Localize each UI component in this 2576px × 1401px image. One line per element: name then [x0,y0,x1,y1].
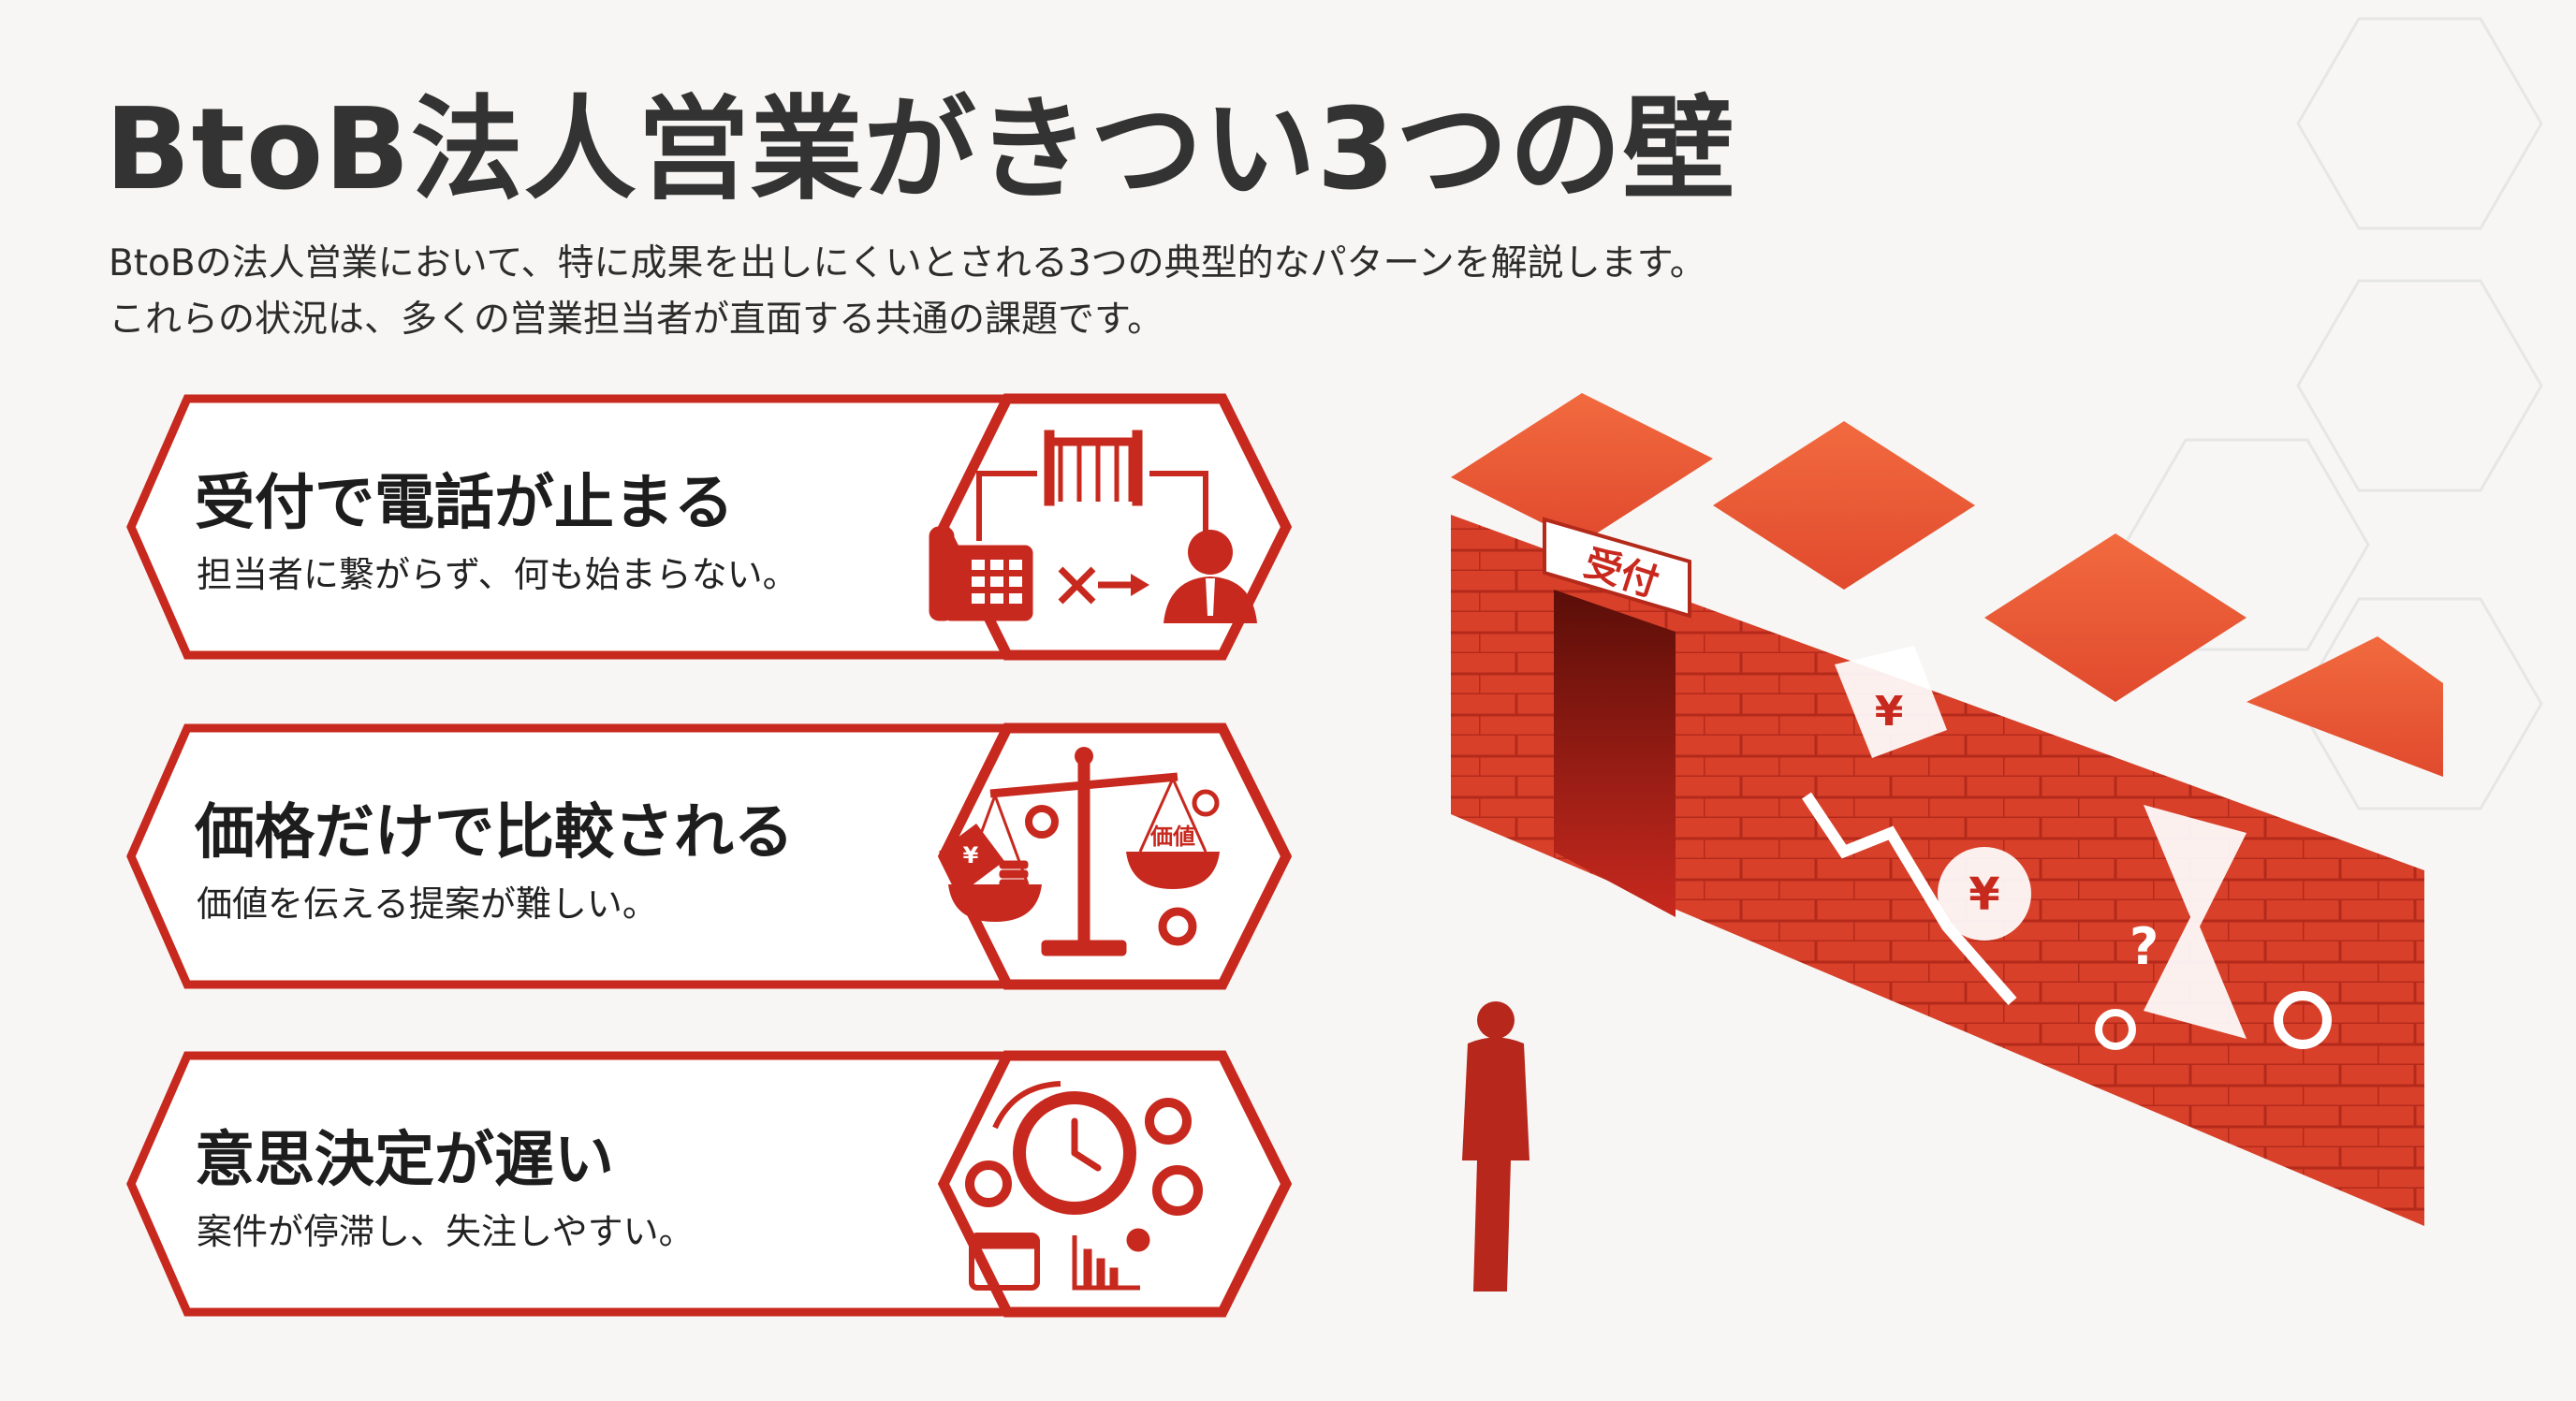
yen-coin-icon [1938,847,2031,941]
description-line-2: これらの状況は、多くの営業担当者が直面する共通の課題です。 [109,299,1164,341]
hourglass-icon [2144,805,2247,1039]
reception-sign [1543,517,1691,619]
card-subtitle: 担当者に繋がらず、何も始まらない。 [197,554,798,595]
businessman-figure [1462,1001,1530,1292]
scale-value-label: 価値 [1149,824,1195,850]
gear-icon [2274,991,2332,1049]
price-vs-value-scale-icon: ¥ 価値 [939,747,1220,956]
description-line-1: BtoBの法人営業において、特に成果を出しにくいとされる3つの典型的なパターンを… [109,242,1706,285]
clock-gears-delay-icon [965,1081,1203,1291]
price-tag-icon [1835,646,1947,758]
declining-chart-icon [1802,792,2017,1005]
card-price-comparison: ¥ 価値 価格だけで比較される 価値を伝える提案が難しい。 [101,721,1299,992]
reception-door [1554,590,1676,917]
gear-icon [2095,1009,2136,1050]
card-subtitle: 案件が停滞し、失注しやすい。 [197,1211,695,1252]
card-title: 意思決定が遅い [195,1126,614,1195]
phone-blocked-gate-icon [929,430,1257,623]
question-mark: ? [2130,917,2159,976]
card-reception-blocked: 受付で電話が止まる 担当者に繋がらず、何も始まらない。 [101,391,1299,663]
page-title: BtoB法人営業がきつい3つの壁 [105,85,1736,215]
price-tag-symbol: ¥ [963,842,979,868]
card-title: 価格だけで比較される [195,798,794,868]
card-subtitle: 価値を伝える提案が難しい。 [197,883,658,925]
coin-yen: ¥ [1969,868,1999,921]
card-slow-decision: 意思決定が遅い 案件が停滞し、失注しやすい。 [101,1048,1299,1320]
card-title: 受付で電話が止まる [195,469,734,538]
brick-wall-illustration: 受付 ¥ ¥ ? [1451,393,2443,1292]
price-tag-yen: ¥ [1875,688,1904,736]
